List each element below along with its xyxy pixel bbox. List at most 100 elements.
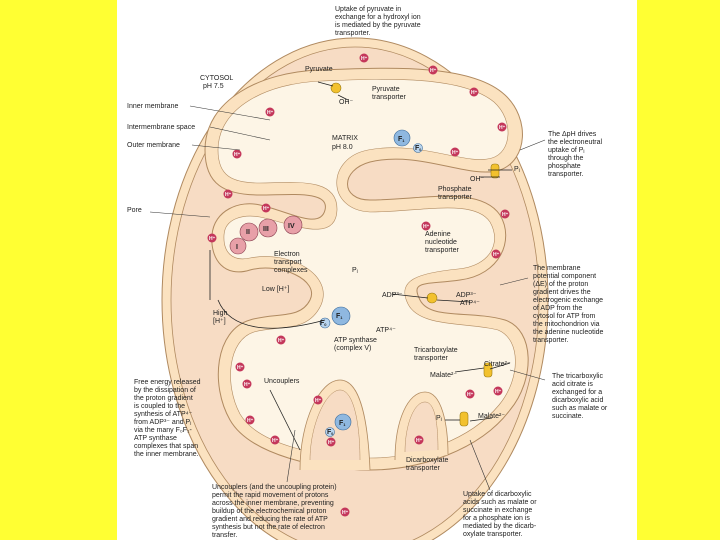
oh-label-2: OH⁻ (470, 176, 485, 183)
svg-text:transporter: transporter (438, 194, 473, 201)
delta-ph-note: The ΔpH drives the electroneutral uptake… (548, 131, 603, 178)
pyruvate-arrow (317, 81, 334, 87)
proton-label: H⁺ (467, 392, 474, 398)
proton-icon (261, 203, 271, 213)
malate-label: Malate²⁻ (430, 372, 457, 379)
outer-membrane-label: Outer membrane (127, 142, 180, 149)
tricarboxylate-transporter (483, 362, 493, 378)
svg-text:by the dissipation of: by the dissipation of (134, 387, 196, 394)
atp-synthase-lower: F1 F0 (325, 413, 352, 437)
svg-text:potential component: potential component (533, 273, 596, 280)
pyruvate-transporter-label: Pyruvate (372, 86, 400, 93)
citrate-label: Citrate²⁻ (484, 361, 511, 368)
svg-text:Uptake of pyruvate in: Uptake of pyruvate in (335, 6, 401, 13)
proton-label: H⁺ (499, 125, 506, 131)
adp-label: ADP³⁻ (382, 292, 403, 299)
phosphate-transporter-label: Phosphate (438, 186, 472, 193)
pyruvate-transporter (330, 82, 342, 94)
oh-label: OH⁻ (339, 99, 354, 106)
svg-text:The tricarboxylic: The tricarboxylic (552, 373, 603, 380)
proton-icon (414, 435, 424, 445)
proton-label: H⁺ (430, 68, 437, 74)
svg-text:transporter.: transporter. (548, 171, 583, 178)
uncouplers-note: Uncouplers (and the uncoupling protein) … (212, 484, 337, 539)
svg-text:transfer.: transfer. (212, 532, 237, 539)
proton-label: H⁺ (225, 192, 232, 198)
atp-label: ATP⁴⁻ (376, 327, 396, 334)
f0-label: F0 (320, 320, 327, 327)
proton-icon (428, 65, 438, 75)
svg-text:for a phosphate ion is: for a phosphate ion is (463, 515, 530, 522)
proton-icon (421, 221, 431, 231)
proton-icon (270, 435, 280, 445)
proton-label: H⁺ (471, 90, 478, 96)
svg-text:acid citrate is: acid citrate is (552, 381, 593, 388)
phosphate-transporter (490, 163, 500, 179)
proton-icon (465, 389, 475, 399)
svg-text:the inner membrane.: the inner membrane. (134, 451, 199, 458)
proton-icon (326, 437, 336, 447)
svg-text:transport: transport (274, 259, 302, 266)
proton-icon (469, 87, 479, 97)
top-note: Uptake of pyruvate in exchange for a hyd… (335, 6, 421, 37)
complex-iv-label: IV (288, 223, 295, 230)
svg-text:oxylate transporter.: oxylate transporter. (463, 531, 523, 538)
svg-text:cytosol for ATP from: cytosol for ATP from (533, 313, 596, 320)
svg-text:the mitochondrion via: the mitochondrion via (533, 321, 600, 328)
pi-lower-label: Pi (436, 415, 442, 423)
svg-text:through the: through the (548, 155, 584, 162)
atp-synthase-center: F1 F0 (319, 306, 351, 329)
svg-text:synthesis of ATP⁴⁻: synthesis of ATP⁴⁻ (134, 411, 193, 418)
complex-ii (239, 222, 259, 242)
proton-label: H⁺ (495, 389, 502, 395)
proton-label: H⁺ (452, 150, 459, 156)
dicarboxylate-transporter-label: Dicarboxylate (406, 457, 449, 464)
proton-label: H⁺ (247, 418, 254, 424)
atp-synthase-upper: F1 F0 (393, 129, 423, 153)
svg-text:such as malate or: such as malate or (552, 405, 608, 412)
svg-text:phosphate: phosphate (548, 163, 581, 170)
svg-text:Uptake of dicarboxylic: Uptake of dicarboxylic (463, 491, 532, 498)
f0-lower-label: F0 (327, 429, 333, 436)
proton-label: H⁺ (493, 252, 500, 258)
arrows (209, 81, 512, 451)
atp-synthase-label: ATP synthase (334, 337, 377, 344)
f1-lower (334, 413, 352, 431)
svg-text:across the inner membrane, pre: across the inner membrane, preventing (212, 500, 334, 507)
adenine-nucleotide-transporter (426, 292, 438, 304)
svg-text:the adenine nucleotide: the adenine nucleotide (533, 329, 604, 336)
electron-transport-complexes: II III IV I (229, 215, 303, 255)
cytosol-label: CYTOSOL (200, 75, 233, 82)
svg-text:Free energy released: Free energy released (134, 379, 201, 386)
proton-label: H⁺ (278, 338, 285, 344)
proton-icon (359, 53, 369, 63)
svg-text:permit the rapid movement of p: permit the rapid movement of protons (212, 492, 329, 499)
svg-text:succinate in exchange: succinate in exchange (463, 507, 532, 514)
malate-arrow (454, 367, 485, 373)
malate-lower-arrow (469, 417, 493, 422)
proton-icon (497, 122, 507, 132)
proton-label: H⁺ (416, 438, 423, 444)
dicarboxylate-transporter (459, 411, 469, 427)
svg-text:exchange for a hydroxyl ion: exchange for a hydroxyl ion (335, 14, 421, 21)
free-energy-note: Free energy released by the dissipation … (134, 379, 201, 458)
proton-icon (313, 395, 323, 405)
dicarboxylic-note: Uptake of dicarboxylic acids such as mal… (463, 491, 537, 538)
tricarboxylic-note: The tricarboxylic acid citrate is exchan… (552, 373, 608, 420)
complex-i (229, 237, 247, 255)
proton-label: H⁺ (263, 206, 270, 212)
svg-text:transporter.: transporter. (533, 337, 568, 344)
svg-text:succinate.: succinate. (552, 413, 584, 420)
svg-text:exchanged for a: exchanged for a (552, 389, 602, 396)
svg-text:is coupled to the: is coupled to the (134, 403, 185, 410)
adp-arrow (391, 293, 429, 299)
svg-text:complexes: complexes (274, 267, 308, 274)
svg-text:[H⁺]: [H⁺] (213, 318, 226, 325)
svg-text:transporter: transporter (425, 247, 460, 254)
pi-center-label: Pi (352, 267, 358, 275)
proton-icon (265, 107, 275, 117)
proton-icon (276, 335, 286, 345)
svg-text:of ADP from the: of ADP from the (533, 305, 582, 312)
matrix-ph: pH 8.0 (332, 144, 353, 151)
